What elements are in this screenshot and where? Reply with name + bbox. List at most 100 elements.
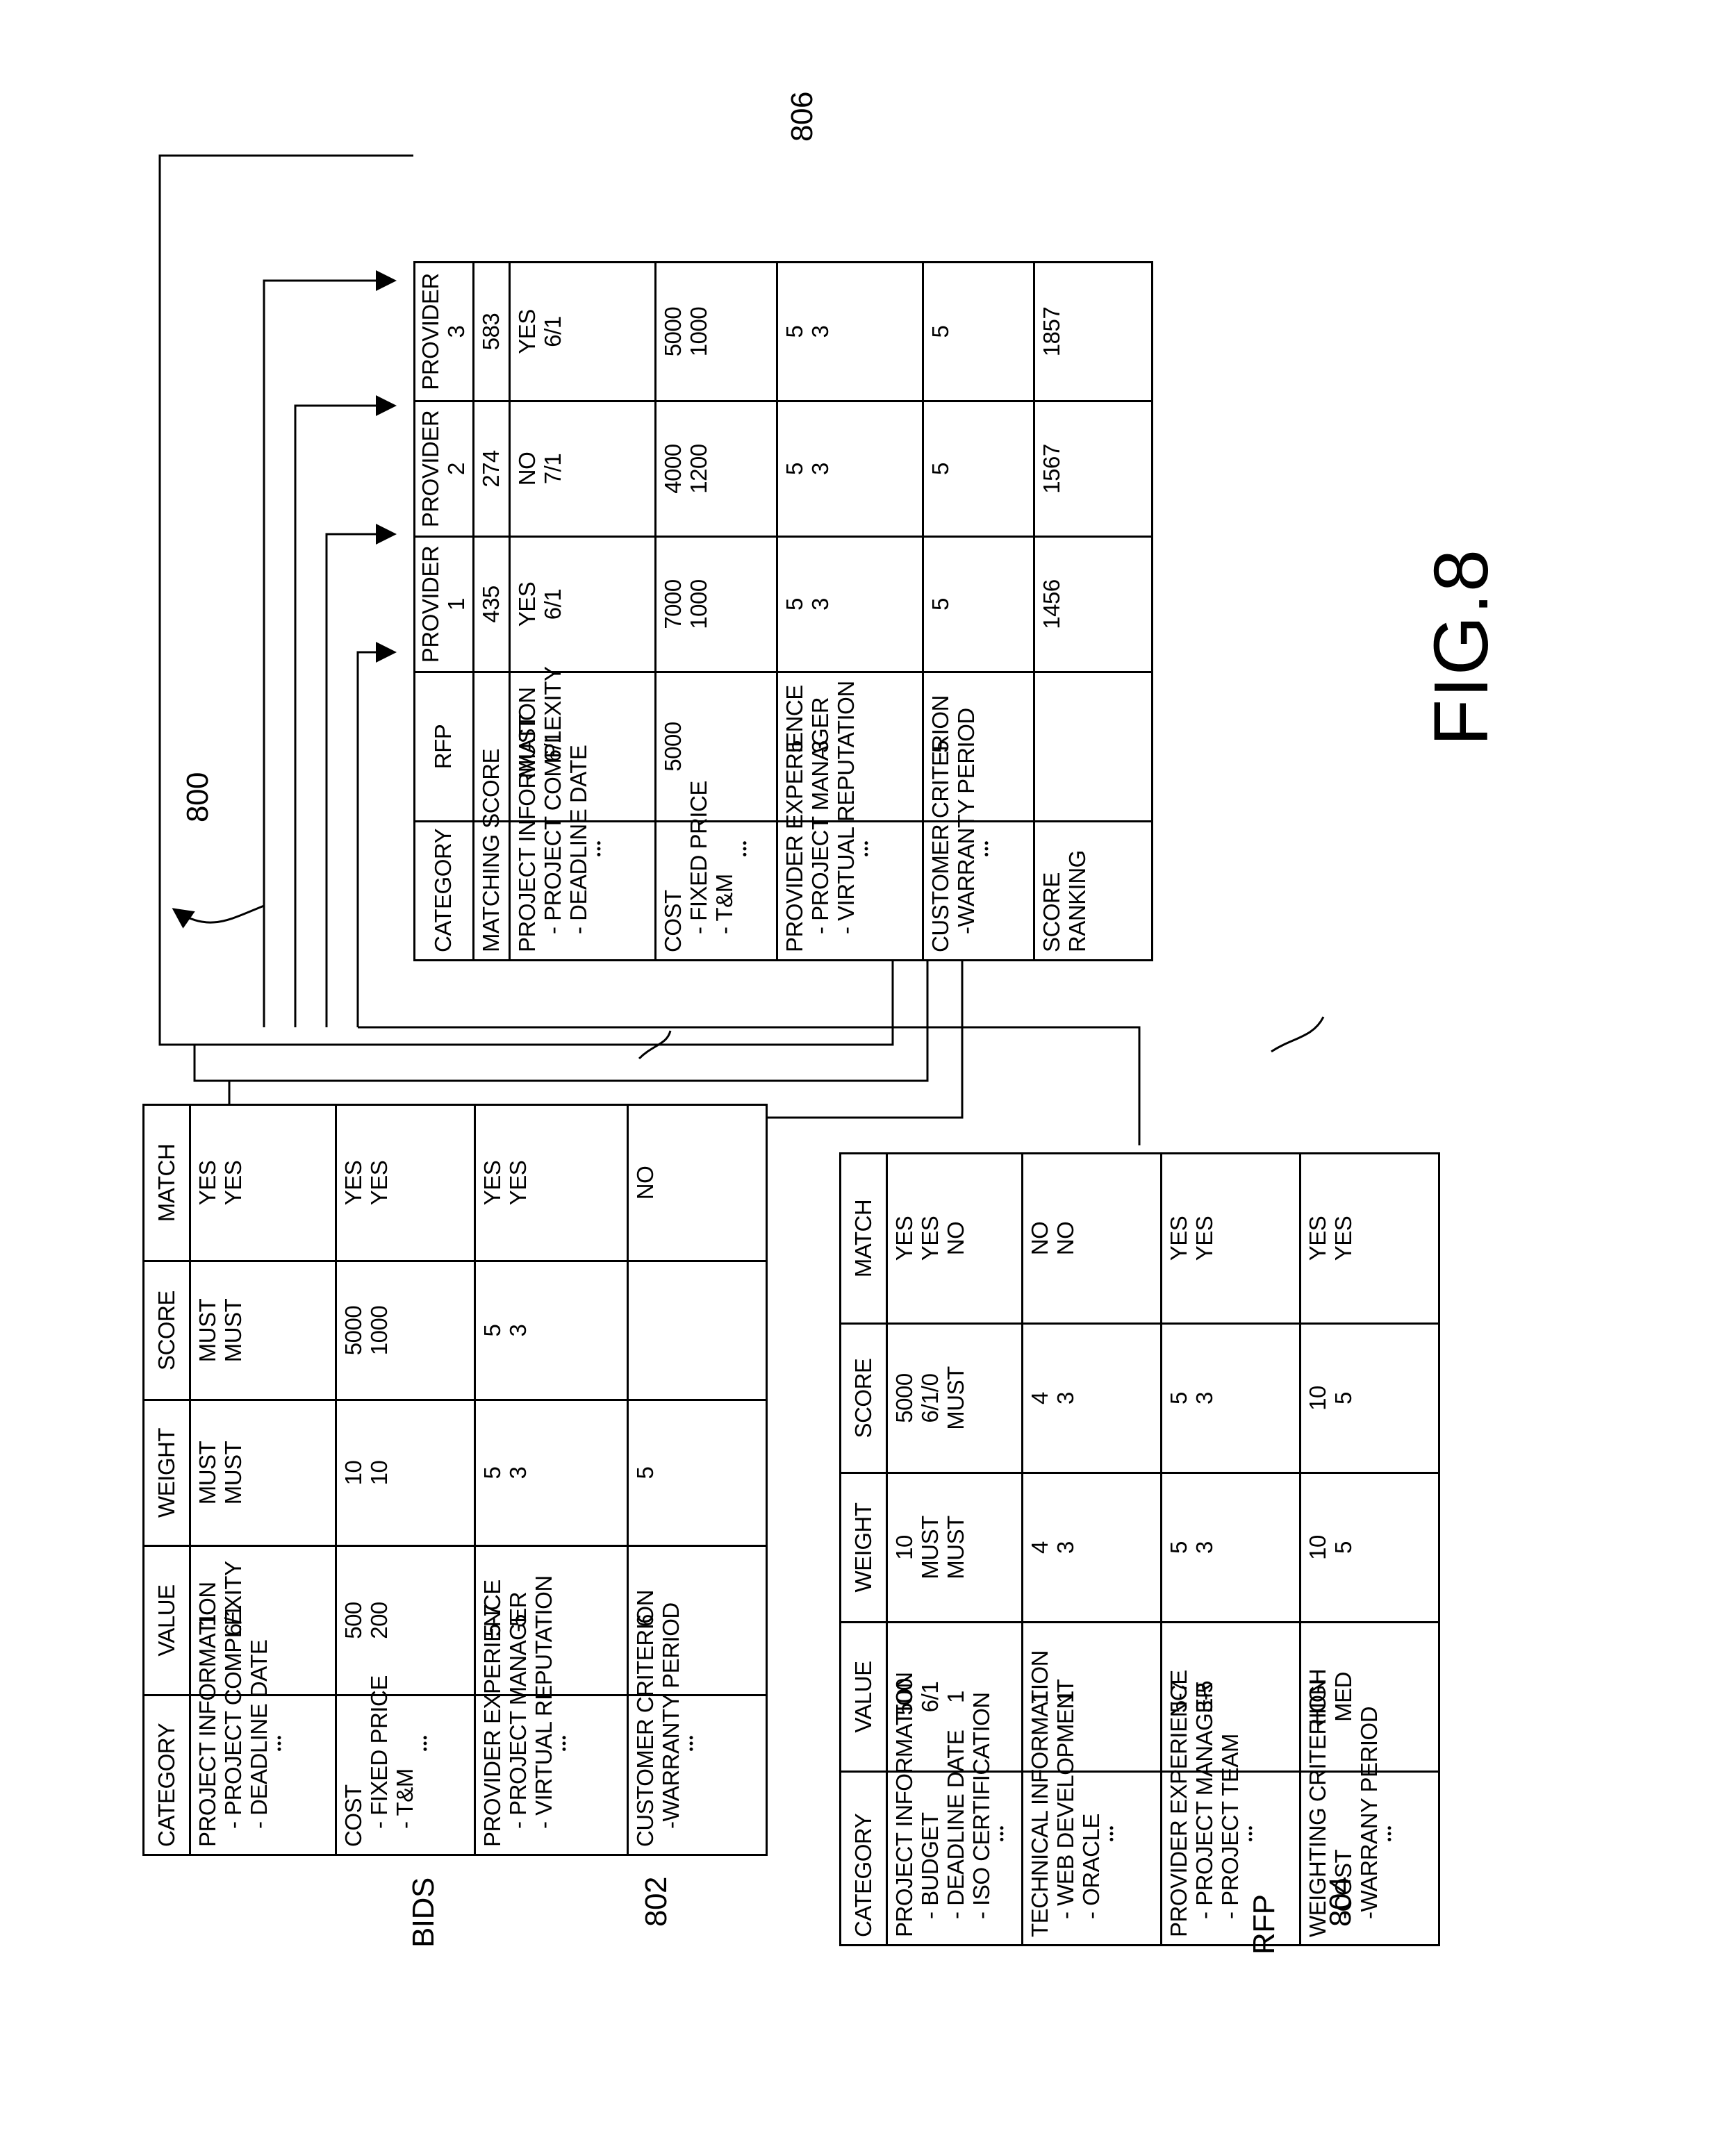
bids-category-cell-line: PROVIDER EXPERIENCE xyxy=(480,1703,506,1847)
bids-weight-cell-line: MUST xyxy=(195,1408,221,1538)
rfp-score-cell-line: 3 xyxy=(1192,1332,1218,1465)
rfp-weight-cell-line: 10 xyxy=(1305,1481,1331,1614)
rfp-header-cell: WEIGHT xyxy=(841,1473,887,1623)
rfp-score-cell: 50006/1/0MUST xyxy=(887,1324,1023,1473)
rfp-category-cell: TECHNICAL INFORMATION- WEB DEVELOPMENT- … xyxy=(1023,1772,1162,1946)
results-p1-cell-line: 7000 xyxy=(661,545,686,664)
results-row: PROJECT INFORMATION- PROJECT COMPLEXITY-… xyxy=(509,127,655,961)
results-table: CATEGORYRFPPROVIDER 1PROVIDER 2PROVIDER … xyxy=(413,126,1153,961)
bids-category-cell-line: - FIXED PRICE xyxy=(367,1703,393,1847)
rfp-weight-cell: 105 xyxy=(1300,1473,1439,1623)
bids-row: COST- FIXED PRICE- T&M•••500200101050001… xyxy=(336,1105,475,1855)
rfp-match-cell-line: YES xyxy=(1166,1161,1192,1316)
results-p2-cell-line: 5 xyxy=(928,409,954,529)
bids-match-cell-line: YES xyxy=(480,1113,506,1253)
rfp-header-cell: CATEGORY xyxy=(841,1772,887,1946)
rfp-value-cell-line: 6/1 xyxy=(918,1630,943,1764)
results-p2-cell-line: 1567 xyxy=(1039,409,1065,529)
bids-match-cell-line: YES xyxy=(506,1113,531,1253)
rfp-category-cell-line: - ORACLE xyxy=(1079,1780,1105,1937)
results-category-cell-line: - VIRTUAL REPUTATION xyxy=(834,829,859,952)
bids-match-cell: YESYES xyxy=(190,1105,336,1261)
ref-804-leader xyxy=(1271,1017,1323,1052)
rfp-match-cell: YESYES xyxy=(1162,1154,1300,1324)
results-p1-cell: YES6/1 xyxy=(509,537,655,672)
bids-category-cell-line: -WARRANTY PERIOD xyxy=(659,1703,684,1847)
rfp-row: PROJECT INFORMATION- BUDGET- DEADLINE DA… xyxy=(887,1154,1023,1946)
bids-score-cell-line: 3 xyxy=(506,1269,531,1392)
rfp-category-cell-line: PROJECT INFORMATION xyxy=(892,1780,918,1937)
results-p1-cell: 1456 xyxy=(1034,537,1152,672)
results-p1-cell-line: YES xyxy=(515,545,540,664)
bids-category-cell-line: - VIRTUAL REPUTATION xyxy=(531,1703,557,1847)
results-category-cell-line: - PROJECT MANAGER xyxy=(808,829,834,952)
results-category-cell: CUSTOMER CRITERION-WARRANTY PERIOD••• xyxy=(923,822,1034,961)
rfp-category-cell: PROJECT INFORMATION- BUDGET- DEADLINE DA… xyxy=(887,1772,1023,1946)
rfp-weight-cell-line: MUST xyxy=(918,1481,943,1614)
results-p2-cell: 53 xyxy=(777,401,923,537)
bids-row: PROVIDER EXPERIENCE- PROJECT MANAGER- VI… xyxy=(475,1105,628,1855)
rfp-match-cell: YESYESNO xyxy=(887,1154,1023,1324)
results-p2-cell: 1567 xyxy=(1034,401,1152,537)
bids-match-cell: NO xyxy=(628,1105,767,1261)
bids-header-cell: CATEGORY xyxy=(144,1695,190,1855)
results-row: PROVIDER EXPERIENCE- PROJECT MANAGER- VI… xyxy=(777,127,923,961)
results-p1-cell-line: 1456 xyxy=(1039,545,1065,664)
results-category-cell-line: CUSTOMER CRITERION xyxy=(928,829,954,952)
results-rfp-cell-line: 5000 xyxy=(661,680,686,813)
rfp-match-cell: YESYES xyxy=(1300,1154,1439,1324)
bids-table: CATEGORYVALUEWEIGHTSCOREMATCHPROJECT INF… xyxy=(142,1104,768,1856)
rfp-weight-cell-line: 10 xyxy=(892,1481,918,1614)
bids-category-cell-line: COST xyxy=(341,1703,367,1847)
results-category-cell-line: -WARRANTY PERIOD xyxy=(954,829,980,952)
results-row: MATCHING SCORE435274583 xyxy=(473,127,509,961)
rfp-row: WEIGHTING CRITERION-COST-WARRANY PERIOD•… xyxy=(1300,1154,1439,1946)
results-header-cell: CATEGORY xyxy=(415,822,474,961)
bids-category-cell: PROJECT INFORMATION- PROJECT COMPLEXITY-… xyxy=(190,1695,336,1855)
bids-category-cell-line: PROJECT INFORMATION xyxy=(195,1703,221,1847)
rfp-header-cell: SCORE xyxy=(841,1324,887,1473)
results-category-cell: MATCHING SCORE xyxy=(473,822,509,961)
results-p3-cell-line: 3 xyxy=(808,270,834,393)
rfp-score-cell-line: 5000 xyxy=(892,1332,918,1465)
bids-row: CUSTOMER CRITERION-WARRANTY PERIOD•••65N… xyxy=(628,1105,767,1855)
bids-weight-cell: 53 xyxy=(475,1400,628,1546)
results-rfp-cell xyxy=(1034,672,1152,822)
bids-weight-cell-line: 3 xyxy=(506,1408,531,1538)
results-p3-cell-line: 5000 xyxy=(661,270,686,393)
rfp-category-cell-line: PROVIDER EXPERIENCE xyxy=(1166,1780,1192,1937)
results-category-cell-line: - FIXED PRICE xyxy=(686,829,712,952)
rfp-match-cell-line: YES xyxy=(918,1161,943,1316)
results-rfp-cell: 5000 xyxy=(655,672,777,822)
results-p1-cell: 70001000 xyxy=(655,537,777,672)
results-p3-cell-line: 583 xyxy=(479,270,504,393)
rfp-table: CATEGORYVALUEWEIGHTSCOREMATCHPROJECT INF… xyxy=(839,1152,1440,1946)
bids-category-cell-line: - PROJECT COMPLEXITY xyxy=(221,1703,247,1847)
rfp-category-cell-line: TECHNICAL INFORMATION xyxy=(1027,1780,1053,1937)
bids-weight-cell-line: 5 xyxy=(633,1408,659,1538)
bids-score-cell-line: MUST xyxy=(221,1269,247,1392)
rfp-score-cell-line: MUST xyxy=(943,1332,969,1465)
results-p1-cell-line: 3 xyxy=(808,545,834,664)
results-row: CUSTOMER CRITERION-WARRANTY PERIOD•••555… xyxy=(923,127,1034,961)
results-header-row: CATEGORYRFPPROVIDER 1PROVIDER 2PROVIDER … xyxy=(415,127,474,961)
rfp-score-cell-line: 4 xyxy=(1027,1332,1053,1465)
bids-category-cell-line: - DEADLINE DATE xyxy=(247,1703,272,1847)
bids-match-cell-line: YES xyxy=(195,1113,221,1253)
results-p2-cell-line: 7/1 xyxy=(540,409,566,529)
ref-802: 802 xyxy=(639,1877,674,1927)
results-row: SCORERANKING145615671857 xyxy=(1034,127,1152,961)
results-category-cell-line: RANKING xyxy=(1065,829,1091,952)
rfp-weight-cell-line: 3 xyxy=(1192,1481,1218,1614)
rfp-category-cell: WEIGHTING CRITERION-COST-WARRANY PERIOD•… xyxy=(1300,1772,1439,1946)
rfp-weight-cell-line: 3 xyxy=(1053,1481,1079,1614)
bids-header-cell: MATCH xyxy=(144,1105,190,1261)
results-header-cell: PROVIDER 3 xyxy=(415,263,474,401)
results-p2-cell-line: 4000 xyxy=(661,409,686,529)
rfp-value-cell-line: MED xyxy=(1331,1630,1357,1764)
results-p1-cell-line: 1000 xyxy=(686,545,712,664)
bids-score-cell xyxy=(628,1261,767,1400)
bids-score-cell-line: 1000 xyxy=(367,1269,393,1392)
results-p2-cell: 5 xyxy=(923,401,1034,537)
